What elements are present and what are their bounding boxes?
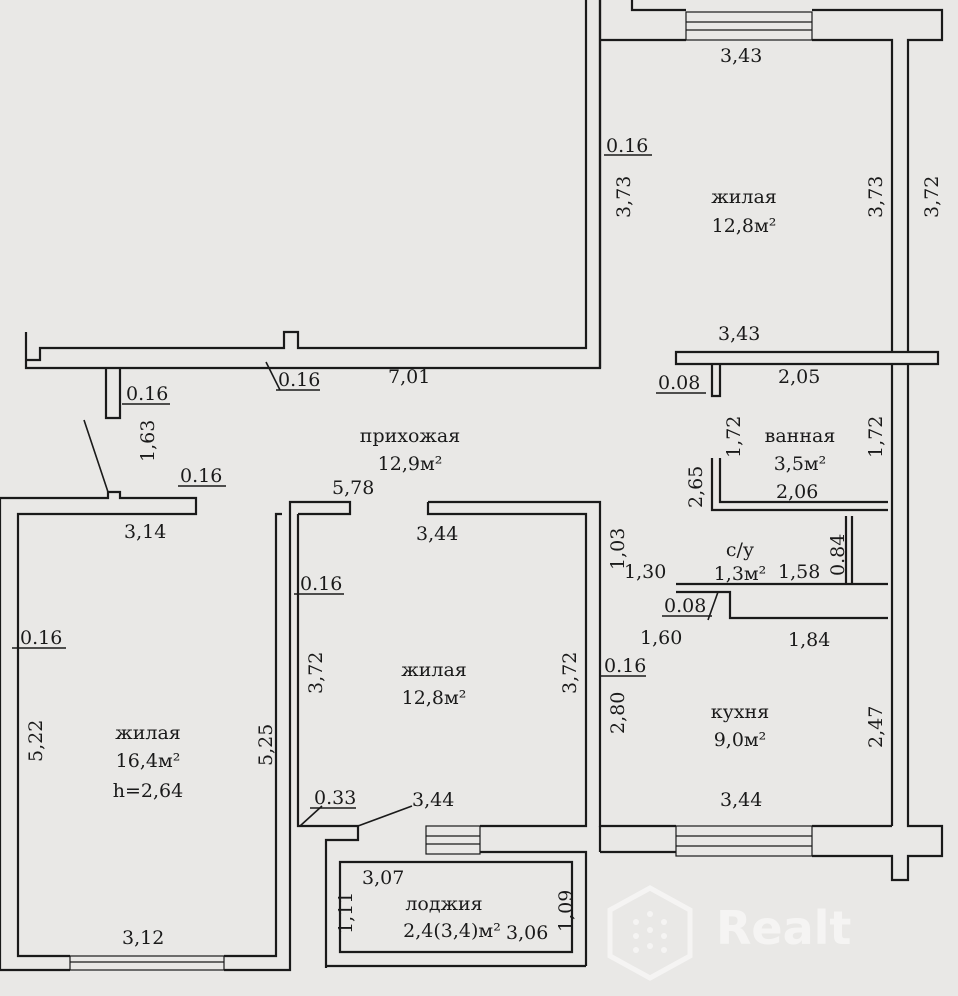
room-area-living-center: 12,8м² [402, 687, 467, 709]
dim-0-16-c: 0.16 [180, 465, 222, 487]
dim-3-72-a: 3,72 [305, 652, 327, 694]
dim-3-07: 3,07 [362, 867, 404, 889]
wall-wc [676, 516, 888, 620]
wall-kitchen-bottom [480, 824, 892, 966]
room-name-wc: с/у [726, 539, 754, 561]
door-swing-center [299, 805, 323, 827]
wall-spur-left [104, 368, 122, 420]
walls [0, 0, 944, 972]
dim-7-01: 7,01 [388, 366, 430, 388]
room-name-living-left: жилая [115, 722, 181, 744]
dim-0-16-d: 0.16 [300, 573, 342, 595]
window-bottom-left [69, 955, 225, 971]
dim-1-84: 1,84 [788, 629, 830, 651]
door-swing-hall [265, 361, 281, 391]
room-name-hallway: прихожая [360, 425, 460, 447]
room-name-living-center: жилая [401, 659, 467, 681]
wall-bath-top [674, 350, 940, 366]
room-name-kitchen: кухня [711, 701, 769, 723]
watermark-text: Realt [716, 901, 851, 955]
dim-0-16-e: 0.16 [20, 627, 62, 649]
room-labels: жилая 12,8м² прихожая 12,9м² ванная 3,5м… [113, 186, 836, 942]
dim-2-47: 2,47 [865, 706, 887, 748]
dim-2-80: 2,80 [607, 692, 629, 734]
dim-0-84: 0.84 [827, 534, 849, 576]
dim-3-14: 3,14 [124, 521, 166, 543]
wall-top-right-room [598, 0, 944, 368]
dim-3-73-left: 3,73 [613, 176, 635, 218]
room-area-hallway: 12,9м² [378, 453, 443, 475]
dim-1-03: 1,03 [607, 528, 629, 570]
dimension-labels: 3,43 0.16 3,43 0.16 0.16 7,01 0.08 2,05 … [12, 45, 943, 949]
dim-mid-3-43: 3,43 [718, 323, 760, 345]
dim-0-33: 0.33 [314, 787, 356, 809]
dim-2-06: 2,06 [776, 481, 818, 503]
wall-loggia [326, 860, 586, 968]
room-area-living-top: 12,8м² [712, 215, 777, 237]
dim-5-22: 5,22 [25, 720, 47, 762]
wall-center-room [296, 500, 676, 968]
room-name-bathroom: ванная [765, 425, 836, 447]
dim-top-3-43: 3,43 [720, 45, 762, 67]
dim-3-73-right: 3,73 [865, 176, 887, 218]
dim-5-78: 5,78 [332, 477, 374, 499]
room-name-loggia: лоджия [405, 893, 482, 915]
room-area-loggia: 2,4(3,4)м² [403, 920, 501, 942]
dim-1-30: 1,30 [624, 561, 666, 583]
room-name-living-top: жилая [711, 186, 777, 208]
door-swing-loggia [357, 805, 413, 827]
window-center-bottom [425, 825, 481, 855]
dim-0-16-a: 0.16 [126, 383, 168, 405]
room-area-wc: 1,3м² [714, 563, 767, 585]
dim-1-72-a: 1,72 [723, 416, 745, 458]
dim-top-0-16: 0.16 [606, 135, 648, 157]
dim-0-16-f: 0.16 [604, 655, 646, 677]
dim-3-44-a: 3,44 [416, 523, 458, 545]
window-kitchen [675, 825, 813, 857]
dim-3-44-b: 3,44 [412, 789, 454, 811]
dim-3-72-b: 3,72 [559, 652, 581, 694]
watermark: Realt [607, 885, 851, 981]
dim-3-44-c: 3,44 [720, 789, 762, 811]
room-area-kitchen: 9,0м² [714, 729, 767, 751]
dim-3-12: 3,12 [122, 927, 164, 949]
dim-1-60: 1,60 [640, 627, 682, 649]
dim-2-05: 2,05 [778, 366, 820, 388]
realt-logo-icon [607, 885, 693, 981]
dim-1-63: 1,63 [137, 420, 159, 462]
dim-2-65: 2,65 [685, 466, 707, 508]
dim-5-25: 5,25 [255, 724, 277, 766]
dim-1-72-b: 1,72 [865, 416, 887, 458]
wall-hall-top [24, 0, 602, 370]
dim-0-08-a: 0.08 [658, 372, 700, 394]
dim-3-06: 3,06 [506, 922, 548, 944]
wall-right-outer [812, 364, 944, 882]
room-area-bathroom: 3,5м² [774, 453, 827, 475]
dim-0-08-b: 0.08 [664, 595, 706, 617]
dim-1-09: 1,09 [555, 890, 577, 932]
window-top [685, 11, 813, 41]
dim-1-58: 1,58 [778, 561, 820, 583]
room-area-living-left: 16,4м² [116, 750, 181, 772]
room-height-living-left: h=2,64 [113, 780, 183, 802]
dim-0-16-b: 0.16 [278, 369, 320, 391]
door-swing-left [83, 419, 109, 493]
wall-bath [710, 364, 888, 512]
wall-left-room [0, 490, 352, 972]
dim-3-72-outer: 3,72 [921, 176, 943, 218]
dim-1-11: 1,11 [335, 892, 357, 934]
